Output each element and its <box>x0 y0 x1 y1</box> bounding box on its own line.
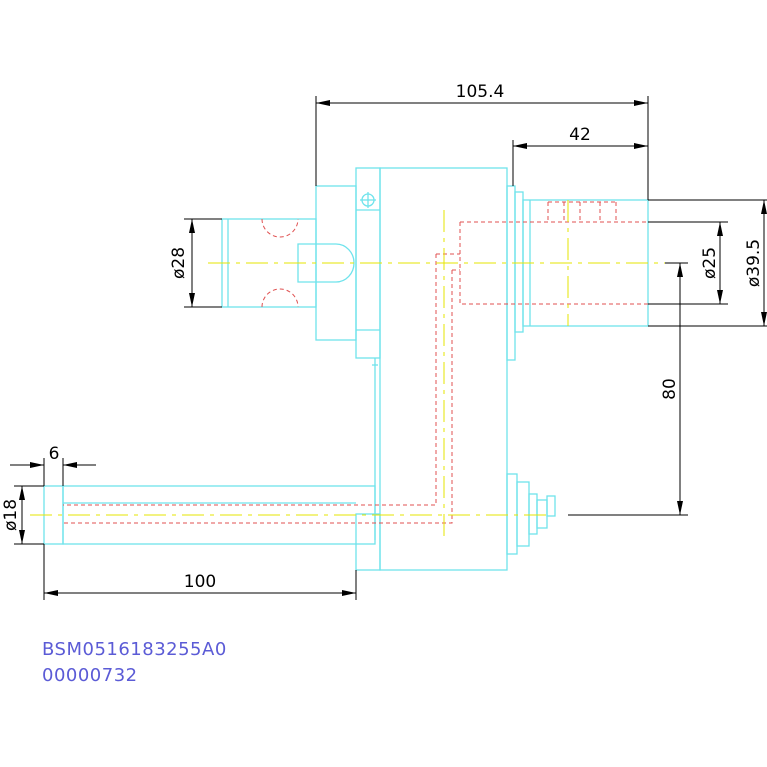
part-code-line-1: BSM0516183255A0 <box>42 639 227 660</box>
lower-bearing <box>506 473 518 555</box>
hidden-lines <box>63 201 648 524</box>
dim-bore-diameter: ø25 <box>700 247 720 279</box>
dim-input-diameter: ø28 <box>169 247 189 279</box>
dimension-lines <box>10 96 767 600</box>
input-key <box>297 243 355 283</box>
dim-overall-length: 105.4 <box>456 82 505 102</box>
part-code: BSM0516183255A0 00000732 <box>42 639 227 686</box>
lower-flange <box>355 513 381 571</box>
dim-output-shaft-length: 42 <box>569 125 591 145</box>
main-housing <box>379 167 508 571</box>
dim-center-distance: 80 <box>660 378 680 400</box>
part-outline <box>43 167 649 571</box>
center-lines <box>30 200 665 540</box>
output-flange <box>506 185 516 361</box>
dimension-labels: 105.4 42 ø28 ø25 ø39.5 80 6 ø18 100 <box>1 82 764 592</box>
dim-motor-shaft-length: 100 <box>184 572 216 592</box>
dim-motor-shaft-offset: 6 <box>49 444 60 464</box>
dim-motor-shaft-diameter: ø18 <box>1 499 21 531</box>
dim-housing-diameter: ø39.5 <box>744 239 764 287</box>
part-code-line-2: 00000732 <box>42 665 138 686</box>
